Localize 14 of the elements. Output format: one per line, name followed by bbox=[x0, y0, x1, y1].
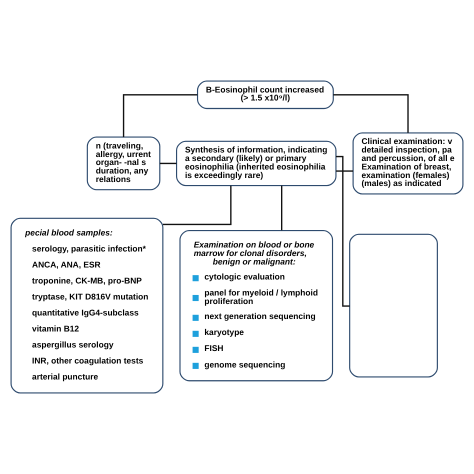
node-box: Synthesis of information, indicating a secondary (likely) or primary eosinophilia (inherited eosinophilia is exceedingly rare) bbox=[176, 140, 337, 186]
connector bbox=[162, 186, 232, 226]
node-box: Examination on blood or bone marrow for clonal disorders, benign or malignant: cytologic evaluation panel for myeloid / lymphoid proliferation next generation sequencing karyotype FISH genome sequencing bbox=[179, 230, 334, 382]
connector bbox=[336, 156, 350, 307]
connector bbox=[336, 170, 354, 172]
node-box: Clinical examination: v detailed inspection, pa and percussion, of all e Examination of breast, examination (females) (males) as indicated bbox=[352, 132, 464, 194]
connector bbox=[160, 162, 176, 164]
node-box: B-Eosinophil count increased (> 1.5 x10⁹/l) bbox=[196, 80, 334, 110]
connector bbox=[280, 186, 282, 230]
node-box: pecial blood samples: serology, parasitic infection* ANCA, ANA, ESR troponine, CK-MB, pro-BNP tryptase, KIT D816V mutation quantitative IgG4-subclass vitamin B12 aspergillus serology INR, other coagulation tests arterial puncture bbox=[10, 218, 164, 394]
node-box bbox=[349, 234, 438, 378]
connector bbox=[333, 94, 409, 133]
connector bbox=[122, 94, 198, 138]
node-box: n (traveling, allergy, urrent organ- -nal s duration, any relations bbox=[86, 136, 160, 190]
